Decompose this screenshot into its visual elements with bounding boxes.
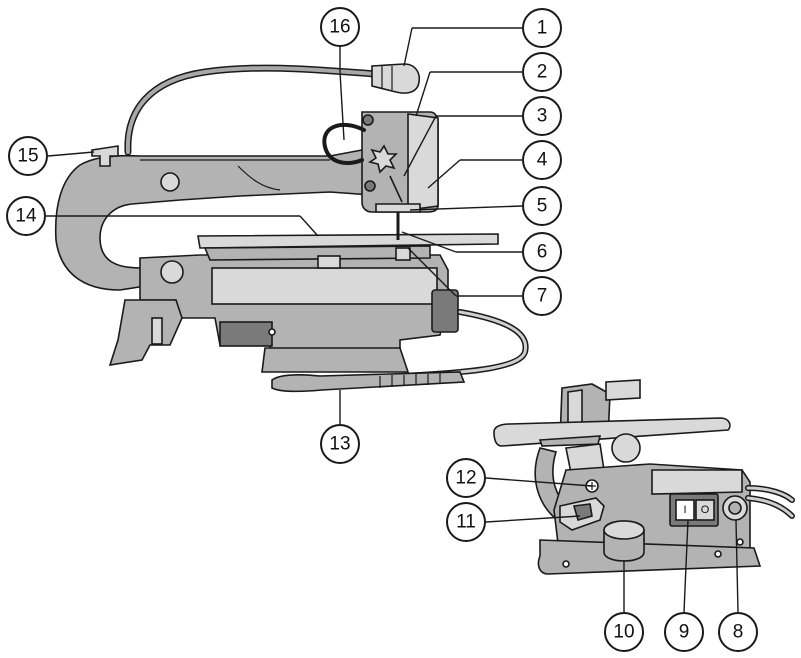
housing-bottom	[261, 347, 410, 373]
callout-6: 6	[522, 232, 562, 272]
callout-10-label: 10	[613, 622, 634, 643]
saw-stand	[108, 299, 183, 366]
callout-10: 10	[604, 612, 644, 652]
switch-on[interactable]	[675, 499, 695, 521]
table-lock	[317, 255, 341, 269]
callout-15: 15	[8, 136, 48, 176]
base-screw-icon	[562, 560, 570, 568]
callout-12: 12	[446, 458, 486, 498]
lower-arm-knob	[160, 260, 184, 284]
callout-8-label: 8	[733, 622, 744, 643]
callout-2: 2	[522, 52, 562, 92]
callout-3-label: 3	[537, 106, 548, 127]
blower-hose	[124, 64, 379, 156]
table-support	[203, 245, 431, 261]
callout-13-label: 13	[329, 434, 350, 455]
callout-5: 5	[522, 186, 562, 226]
callout-9: 9	[664, 612, 704, 652]
saw-table	[197, 233, 499, 249]
hold-down-foot	[375, 203, 421, 213]
callout-9-label: 9	[679, 622, 690, 643]
motor-side-panel	[211, 267, 438, 305]
callout-1: 1	[522, 8, 562, 48]
table-bracket	[395, 247, 411, 261]
front-base	[537, 539, 762, 575]
bevel-pivot	[611, 433, 641, 463]
callout-11: 11	[446, 502, 486, 542]
switch-on-symbol: I	[683, 504, 686, 516]
callout-7: 7	[522, 276, 562, 316]
front-column-cap	[605, 379, 641, 401]
housing-corner-screw-icon	[736, 538, 744, 546]
housing-screw-icon	[268, 328, 276, 336]
callout-6-label: 6	[537, 242, 548, 263]
cord-strain-relief	[271, 371, 466, 393]
front-table	[493, 417, 731, 447]
guard-top-screw-icon	[362, 114, 374, 126]
callout-7-label: 7	[537, 286, 548, 307]
front-housing-top	[651, 469, 743, 495]
callout-4-label: 4	[537, 150, 548, 171]
callout-15-label: 15	[17, 146, 38, 167]
callout-12-label: 12	[455, 468, 476, 489]
callout-3: 3	[522, 96, 562, 136]
base-screw-icon-2	[714, 550, 722, 558]
callout-4: 4	[522, 140, 562, 180]
arm-screw-icon	[160, 172, 180, 192]
callout-16: 16	[320, 7, 360, 47]
callout-14-label: 14	[15, 206, 37, 227]
blade-guard-face	[407, 113, 439, 211]
switch-off[interactable]	[695, 499, 715, 521]
callout-2-label: 2	[537, 62, 548, 83]
switch-off-symbol: O	[701, 504, 710, 516]
stand-slot	[151, 317, 163, 345]
callout-14: 14	[6, 196, 46, 236]
scroll-saw-front-view: I O	[493, 379, 795, 575]
callout-13: 13	[320, 424, 360, 464]
motor-end-cap	[431, 289, 459, 333]
blower-loop	[322, 122, 366, 165]
callout-11-label: 11	[456, 512, 476, 533]
callout-8: 8	[718, 612, 758, 652]
callout-5-label: 5	[537, 196, 548, 217]
hold-down-knob	[368, 144, 398, 174]
motor-vent	[219, 321, 273, 347]
tension-knob	[91, 145, 119, 167]
speed-knob-top	[603, 520, 645, 540]
reset-button-center	[728, 501, 742, 515]
callout-1-label: 1	[537, 18, 548, 39]
guard-bottom-screw-icon	[364, 180, 376, 192]
blower-nozzle	[371, 63, 420, 94]
scroll-saw-side-view	[54, 63, 529, 393]
leader-lines	[44, 27, 739, 613]
callout-16-label: 16	[329, 17, 350, 38]
